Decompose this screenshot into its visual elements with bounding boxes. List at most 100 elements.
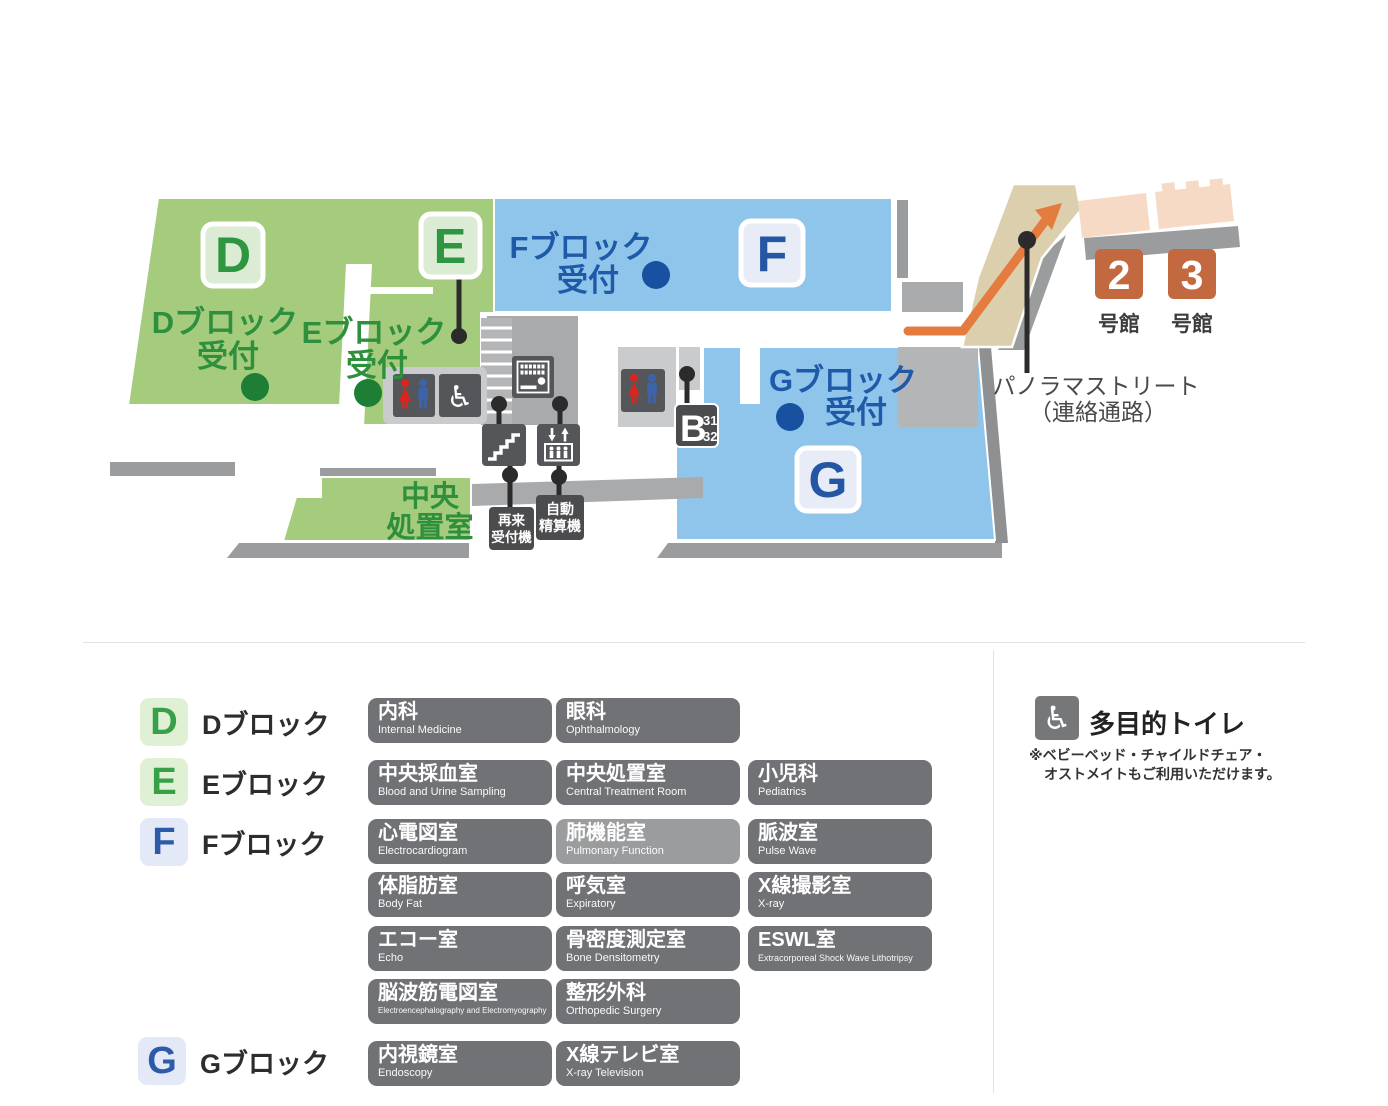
corridor-notch-horizontal: [370, 287, 433, 294]
room-box-xray-television: X線テレビ室 X-ray Television: [556, 1041, 740, 1086]
g-white-slot: [740, 347, 760, 404]
f-reception-label-line2: 受付: [557, 263, 619, 298]
g-right-shadow-band: [978, 347, 1008, 543]
legend-block-f: F Fブロック: [140, 818, 327, 866]
toilet-icon-g: [621, 369, 665, 412]
legend-badge-f: F: [140, 818, 188, 866]
auto-payment-machine-label: 自動 精算機: [536, 495, 584, 540]
route-arrow: [903, 203, 1062, 336]
legend-block-d: D Dブロック: [140, 698, 330, 746]
section-divider: [83, 642, 1305, 643]
shadow-under-g: [657, 543, 1002, 558]
g-gray-room: [898, 347, 978, 427]
room-box-eswl: ESWL室 Extracorporeal Shock Wave Lithotri…: [748, 926, 932, 971]
e-reception-label-line2: 受付: [346, 348, 408, 383]
block-badge-e: E: [418, 211, 483, 280]
floor-map: ♿: [110, 178, 1240, 558]
leader-dots: [451, 231, 1036, 485]
central-treatment-label-line1: 中央: [401, 480, 460, 513]
room-box-eeg-emg: 脳波筋電図室 Electroencephalography and Electr…: [368, 979, 552, 1024]
reception-dot-e: [354, 379, 382, 407]
central-treatment-area: [281, 476, 472, 542]
f-reception-label-line1: Fブロック: [510, 230, 653, 265]
multipurpose-toilet-note-line1: ※ベビーベッド・チャイルドチェア・: [1029, 747, 1267, 763]
room-box-orthopedic-surgery: 整形外科 Orthopedic Surgery: [556, 979, 740, 1024]
legend-label-d: Dブロック: [202, 709, 330, 740]
woman-figure: [399, 379, 411, 409]
shadow-under-central: [227, 543, 469, 558]
woman-figure: [628, 374, 640, 404]
svg-text:精算機: 精算機: [539, 518, 581, 534]
svg-text:3: 3: [1181, 252, 1204, 298]
central-treatment-label-line2: 処置室: [386, 510, 473, 544]
panorama-street-label-line1: パノラマストリート: [993, 373, 1200, 399]
panorama-street-walkway: [960, 182, 1083, 349]
legend-label-f: Fブロック: [202, 829, 327, 860]
wheelchair-icon: ♿: [447, 381, 474, 414]
legend-label-g: Gブロック: [200, 1048, 330, 1079]
legend-label-e: Eブロック: [202, 769, 329, 800]
legend-block-e: E Eブロック: [140, 758, 328, 806]
room-box-pulmonary-function: 肺機能室 Pulmonary Function: [556, 819, 740, 864]
svg-text:B: B: [680, 408, 707, 449]
corridor-strip-to-g: [472, 477, 703, 506]
legend-block-g: G Gブロック: [138, 1037, 329, 1085]
building-2-badge: 2 号館: [1095, 249, 1143, 336]
svg-text:D: D: [215, 227, 251, 283]
corridor-block-right-of-f: [902, 282, 963, 312]
svg-text:E: E: [434, 220, 467, 274]
panorama-street-label-line2: （連絡通路）: [1029, 399, 1167, 425]
svg-text:自動: 自動: [546, 501, 574, 517]
building-3-shape: [1155, 178, 1234, 229]
g-reception-label-line2: 受付: [825, 395, 887, 430]
wheelchair-icon: ♿: [1042, 700, 1072, 736]
room-box-internal-medicine: 内科 Internal Medicine: [368, 698, 552, 743]
legend-divider: [993, 650, 994, 1093]
multipurpose-toilet-note-line2: オストメイトもご利用いただけます。: [1044, 766, 1281, 782]
svg-text:2: 2: [1108, 252, 1131, 298]
reception-dot-g: [776, 403, 804, 431]
room-box-echo: エコー室 Echo: [368, 926, 552, 971]
room-box-bone-densitometry: 骨密度測定室 Bone Densitometry: [556, 926, 740, 971]
room-box-body-fat: 体脂肪室 Body Fat: [368, 872, 552, 917]
building-2-suffix: 号館: [1098, 312, 1140, 336]
building-3-badge: 3 号館: [1168, 249, 1216, 336]
man-figure: [647, 374, 657, 404]
revisit-reception-machine-label: 再来 受付機: [489, 507, 534, 550]
legend-badge-d: D: [140, 698, 188, 746]
room-box-blood-sampling: 中央採血室 Blood and Urine Sampling: [368, 760, 552, 805]
legend-badge-g: G: [138, 1037, 186, 1085]
room-box-endoscopy: 内視鏡室 Endoscopy: [368, 1041, 552, 1086]
stairs-icon: [482, 424, 526, 466]
svg-text:再来: 再来: [498, 513, 526, 528]
accessible-toilet-icon: ♿: [439, 374, 481, 417]
room-box-pediatrics: 小児科 Pediatrics: [748, 760, 932, 805]
multipurpose-toilet-title: 多目的トイレ: [1089, 709, 1246, 739]
block-f-area: [493, 197, 893, 313]
room-box-xray: X線撮影室 X-ray: [748, 872, 932, 917]
svg-text:32: 32: [703, 429, 717, 444]
corridor-strip-left: [110, 462, 235, 476]
reception-dot-f: [642, 261, 670, 289]
accessible-toilet-icon: ♿: [1035, 696, 1079, 740]
svg-text:G: G: [809, 452, 848, 508]
corridor-right-of-f: [897, 200, 908, 278]
room-box-expiratory: 呼気室 Expiratory: [556, 872, 740, 917]
d-reception-label-line1: Dブロック: [152, 305, 298, 340]
reception-machine-icon: [512, 356, 554, 398]
g-reception-label-line1: Gブロック: [769, 363, 917, 398]
elevator-icon: [537, 424, 580, 466]
d-reception-label-line2: 受付: [197, 339, 259, 374]
svg-text:受付機: 受付機: [491, 529, 532, 545]
e-reception-label-line1: Eブロック: [302, 315, 447, 350]
block-badge-d: D: [200, 221, 266, 289]
man-figure: [418, 379, 428, 409]
room-b31-32-badge: B 31 32: [674, 403, 719, 449]
toilet-icon: [393, 374, 435, 417]
reception-dot-d: [241, 373, 269, 401]
legend-badge-e: E: [140, 758, 188, 806]
room-box-central-treatment: 中央処置室 Central Treatment Room: [556, 760, 740, 805]
room-box-ophthalmology: 眼科 Ophthalmology: [556, 698, 740, 743]
building-3-suffix: 号館: [1171, 312, 1213, 336]
